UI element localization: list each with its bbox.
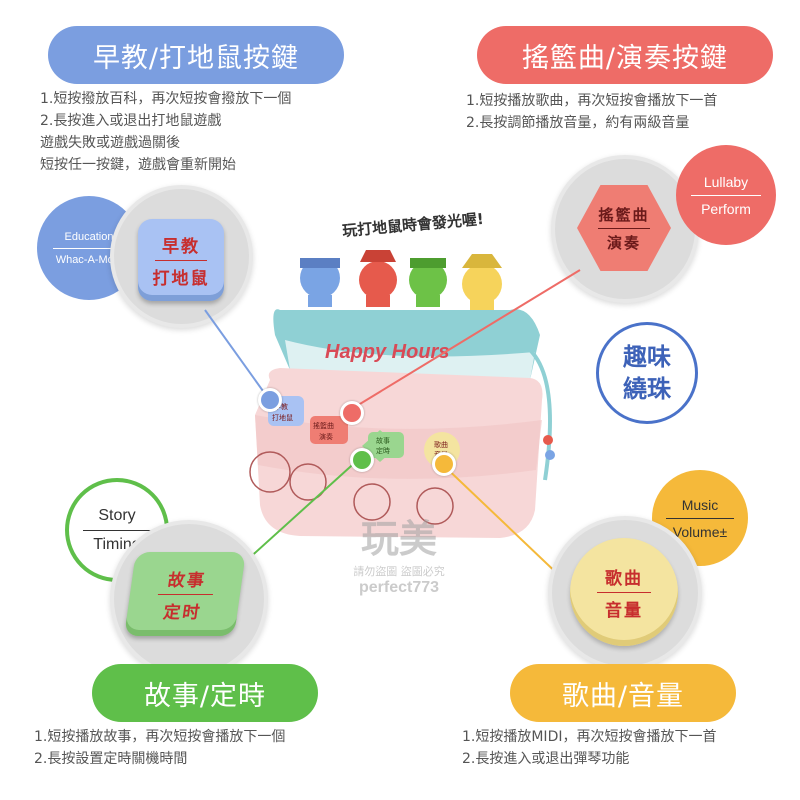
story-line-1: 1.短按播放故事，再次短按會播放下一個	[34, 729, 286, 745]
toy-button-lullaby	[310, 416, 348, 444]
watermark-title: 玩美	[360, 517, 437, 561]
lullaby-description: 1.短按播放歌曲，再次短按會播放下一首 2.長按調節播放音量，約有兩級音量	[466, 90, 717, 134]
toy-button-lullaby-bottom: 演奏	[319, 432, 333, 441]
toy-logo: Happy Hours	[325, 341, 449, 363]
music-description: 1.短按播放MIDI，再次短按會播放下一首 2.長按進入或退出彈琴功能	[462, 726, 716, 770]
toy-button-story-bottom: 定時	[376, 446, 390, 455]
toy-button-education-top: 早教	[274, 402, 288, 411]
education-button-zoom: 早教 打地鼠	[110, 185, 253, 328]
story-line-2: 2.長按設置定時關機時間	[34, 751, 188, 767]
education-button-bottom: 打地鼠	[152, 268, 210, 289]
bead-bubble-line-1: 趣味	[623, 343, 671, 371]
lullaby-label-circle: Lullaby Perform	[676, 145, 776, 245]
story-anchor-dot	[350, 448, 374, 472]
lullaby-title-pill: 搖籃曲/演奏按鍵	[477, 26, 773, 84]
lullaby-circle-bottom: Perform	[701, 200, 751, 217]
toy-illustration: Happy Hours 早教 打地鼠 搖籃曲 演奏 故事 定時 歌曲 音量	[249, 250, 555, 538]
toy-button-story-top: 故事	[376, 436, 390, 445]
lullaby-line-2: 2.長按調節播放音量，約有兩級音量	[466, 115, 690, 131]
watermark-id: perfect773	[358, 579, 440, 596]
story-description: 1.短按播放故事，再次短按會播放下一個 2.長按設置定時關機時間	[34, 726, 285, 770]
lullaby-circle-top: Lullaby	[703, 173, 749, 190]
story-title: 故事/定時	[143, 680, 267, 712]
education-button: 早教 打地鼠	[138, 219, 224, 301]
music-circle-top: Music	[681, 496, 719, 513]
story-button: 故事 定时	[124, 552, 246, 636]
story-button-bottom: 定时	[161, 602, 203, 623]
music-line-2: 2.長按進入或退出彈琴功能	[462, 751, 630, 767]
music-title-pill: 歌曲/音量	[510, 664, 736, 722]
mole-figures	[300, 250, 502, 312]
education-line-2: 2.長按進入或退出打地鼠遊戲	[40, 113, 222, 129]
lullaby-button: 搖籃曲 演奏	[577, 185, 671, 271]
music-title: 歌曲/音量	[561, 680, 685, 712]
education-anchor-dot	[258, 388, 282, 412]
story-title-pill: 故事/定時	[92, 664, 318, 722]
education-line-1: 1.短按撥放百科，再次短按會撥放下一個	[40, 91, 292, 107]
music-circle-bottom: Volume±	[672, 523, 728, 540]
education-line-4: 短按任一按鍵，遊戲會重新開始	[40, 157, 236, 173]
education-line-3: 遊戲失敗或遊戲過關後	[40, 135, 180, 151]
music-button: 歌曲 音量	[570, 538, 678, 646]
education-button-top: 早教	[162, 236, 200, 257]
music-button-top: 歌曲	[605, 568, 643, 589]
music-button-zoom: 歌曲 音量	[548, 516, 702, 670]
music-button-bottom: 音量	[605, 600, 643, 621]
lullaby-title: 搖籃曲/演奏按鍵	[521, 42, 729, 74]
music-anchor-dot	[432, 452, 456, 476]
bead-bubble-line-2: 繞珠	[623, 375, 671, 403]
lullaby-button-zoom: 搖籃曲 演奏	[551, 155, 699, 303]
education-title-pill: 早教/打地鼠按鍵	[48, 26, 344, 84]
lullaby-button-top: 搖籃曲	[598, 205, 650, 224]
story-circle-top: Story	[98, 506, 136, 524]
toy-button-lullaby-top: 搖籃曲	[313, 421, 334, 430]
education-description: 1.短按撥放百科，再次短按會撥放下一個 2.長按進入或退出打地鼠遊戲 遊戲失敗或…	[40, 88, 291, 176]
toy-button-music-top: 歌曲	[434, 440, 448, 449]
music-line-1: 1.短按播放MIDI，再次短按會播放下一首	[462, 729, 717, 745]
bead-maze-bubble: 趣味 繞珠	[596, 322, 698, 424]
education-circle-top: Education	[64, 230, 114, 243]
education-title: 早教/打地鼠按鍵	[92, 42, 300, 74]
lullaby-button-bottom: 演奏	[606, 233, 641, 252]
watermark: 玩美 請勿盜圖 盜圖必究 perfect773	[334, 508, 464, 597]
education-circle-bottom: Whac-A-Mole	[55, 253, 123, 266]
story-button-zoom: 故事 定时	[110, 520, 268, 678]
lullaby-anchor-dot	[340, 401, 364, 425]
lullaby-line-1: 1.短按播放歌曲，再次短按會播放下一首	[466, 93, 718, 109]
watermark-warning: 請勿盜圖 盜圖必究	[353, 565, 445, 578]
story-button-top: 故事	[166, 570, 208, 591]
toy-button-education-bottom: 打地鼠	[272, 413, 293, 422]
